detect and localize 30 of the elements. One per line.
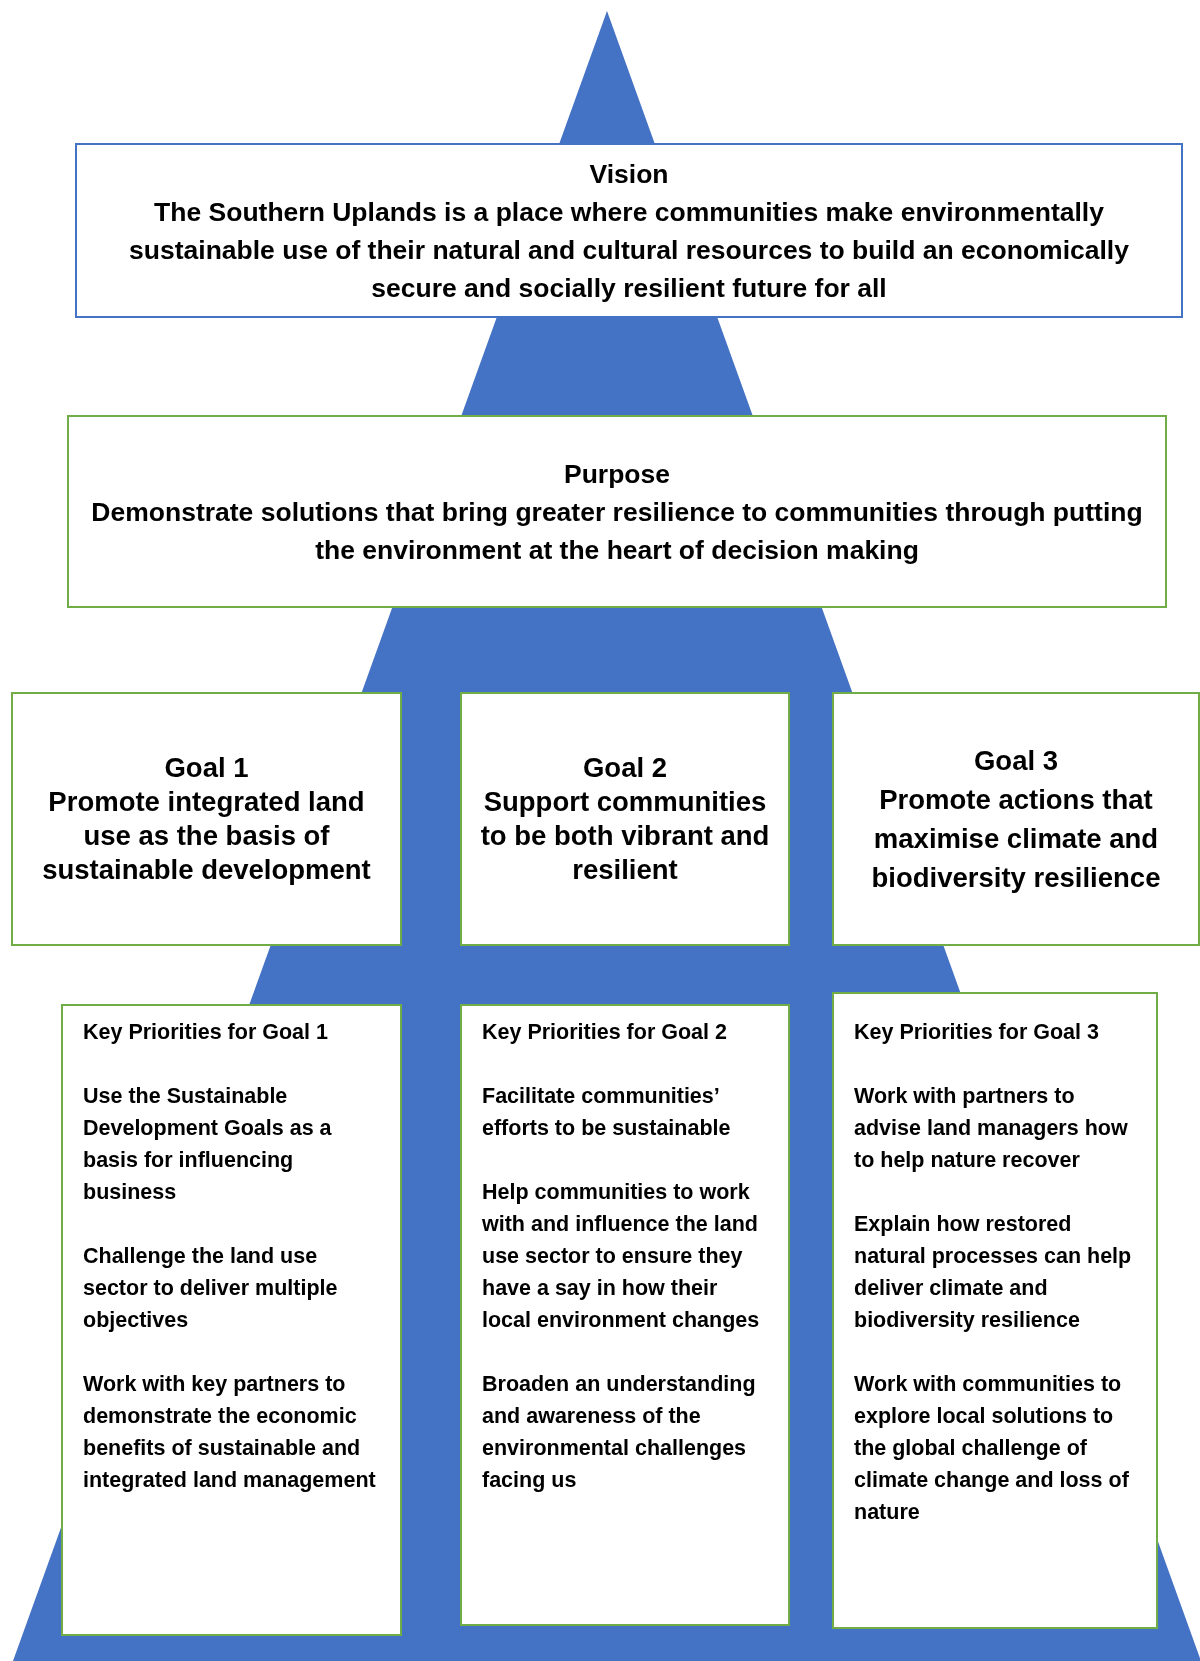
priority-text: Use the Sustainable Development Goals as a basis for influencing business (83, 1083, 333, 1206)
priority-text: Help communities to work with and influence the land use sector to ensure they have a say in how their local environment changes (482, 1179, 761, 1334)
statement-card (11, 692, 402, 946)
priority-text: Facilitate communities’ efforts to be sustainable (482, 1083, 732, 1142)
statement-text: Support communities to be both vibrant and resilient (479, 785, 771, 887)
statement-text: Promote integrated land use as the basis of sustainable development (41, 785, 372, 887)
priorities-card (61, 1004, 402, 1636)
heading: Purpose (564, 457, 670, 491)
statement-text: Demonstrate solutions that bring greater resilience to communities through putting the environment at the heart of decision making (90, 495, 1144, 567)
heading: Goal 3 (973, 744, 1059, 778)
heading: Key Priorities for Goal 3 (854, 1019, 1100, 1046)
priority-text: Explain how restored natural processes can help deliver climate and biodiversity resilience (854, 1211, 1133, 1334)
heading: Goal 2 (582, 751, 668, 785)
heading: Goal 1 (164, 751, 249, 785)
statement-text: Promote actions that maximise climate and biodiversity resilience (870, 783, 1162, 895)
priority-text: Broaden an understanding and awareness of the environmental challenges facing us (482, 1371, 757, 1494)
statement-text: The Southern Uplands is a place where communities make environmentally sustainable use of their natural and cultural resources to build an economically secure and socially resilient future for all (128, 195, 1130, 305)
statement-card (67, 415, 1167, 608)
priorities-card (832, 992, 1158, 1629)
priority-text: Work with key partners to demonstrate the economic benefits of sustainable and integrated land management (83, 1371, 377, 1494)
statement-card (460, 692, 790, 946)
priorities-card (460, 1004, 790, 1626)
priority-text: Challenge the land use sector to deliver multiple objectives (83, 1243, 339, 1334)
statement-card (832, 692, 1200, 946)
heading: Key Priorities for Goal 1 (83, 1019, 329, 1046)
priority-text: Work with communities to explore local solutions to the global challenge of climate change and loss of nature (854, 1371, 1130, 1526)
priority-text: Work with partners to advise land managers how to help nature recover (854, 1083, 1129, 1174)
statement-card (75, 143, 1183, 318)
heading: Key Priorities for Goal 2 (482, 1019, 728, 1046)
heading: Vision (589, 157, 669, 191)
